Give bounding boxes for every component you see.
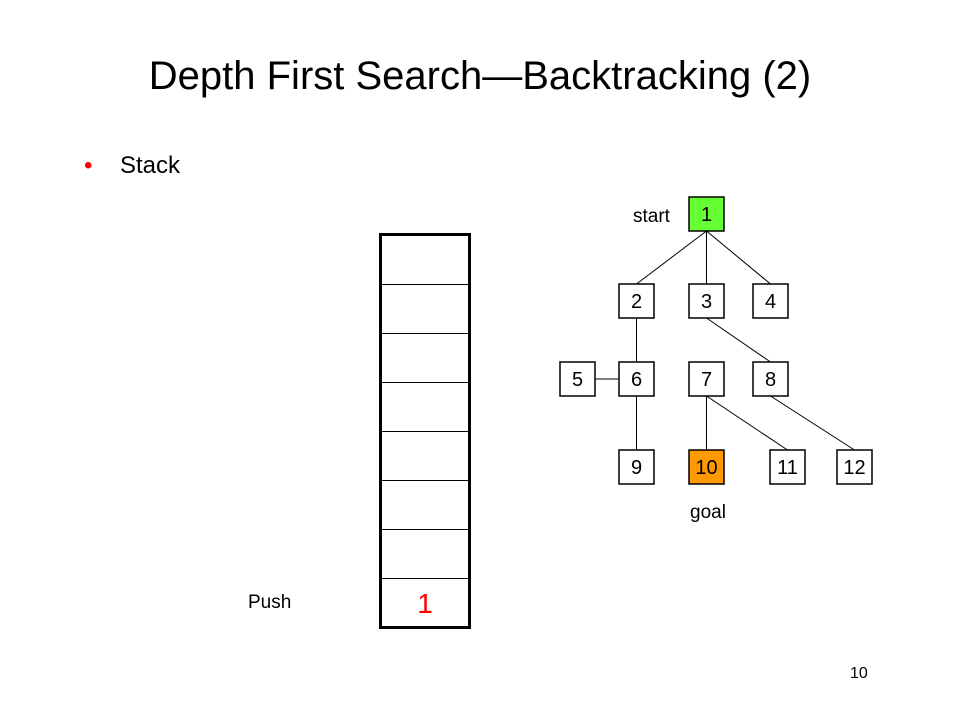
slide-number: 10	[850, 665, 868, 682]
node-box	[618, 361, 655, 397]
edge-8-12	[770, 395, 855, 451]
node-label: 9	[631, 457, 642, 479]
tree-node-2: 2	[618, 283, 655, 319]
slide-title: Depth First Search—Backtracking (2)	[148, 54, 812, 98]
node-label: 6	[631, 369, 642, 391]
edge-3-8	[706, 317, 771, 363]
tree-edges	[595, 230, 855, 451]
tree-node-12: 12	[836, 449, 873, 485]
stack-cell-2	[382, 285, 468, 334]
stack-cell-3	[382, 334, 468, 383]
tree-node-5: 5	[559, 361, 596, 397]
edge-7-11	[706, 395, 788, 451]
tree-node-3: 3	[688, 283, 725, 319]
node-box	[836, 449, 873, 485]
edge-1-2	[636, 230, 707, 285]
node-label: 12	[843, 457, 865, 479]
node-label: 8	[765, 369, 776, 391]
push-label: Push	[248, 592, 292, 613]
node-label: 10	[695, 457, 717, 479]
node-box	[752, 283, 789, 319]
stack-cell-4	[382, 383, 468, 432]
node-box	[752, 361, 789, 397]
tree-node-10: 10	[688, 449, 725, 485]
node-box	[769, 449, 806, 485]
node-label: 11	[777, 457, 798, 479]
node-box	[618, 283, 655, 319]
node-label: 4	[765, 291, 776, 313]
edge-1-4	[706, 230, 771, 285]
node-box	[559, 361, 596, 397]
stack-cell-6	[382, 481, 468, 530]
tree-node-11: 11	[769, 449, 806, 485]
stack-cell-7	[382, 530, 468, 579]
node-label: 1	[701, 204, 712, 226]
tree-node-1: 1	[688, 196, 725, 232]
tree-node-4: 4	[752, 283, 789, 319]
node-box	[688, 283, 725, 319]
node-label: 2	[631, 291, 642, 313]
stack-container: 1	[379, 233, 471, 629]
bullet-label: Stack	[120, 152, 181, 179]
stack-cell-8: 1	[417, 588, 433, 619]
tree-node-8: 8	[752, 361, 789, 397]
node-label: 3	[701, 291, 712, 313]
node-label: 7	[701, 369, 712, 391]
start-label: start	[633, 206, 671, 227]
stack-cell-5	[382, 432, 468, 481]
node-box	[688, 361, 725, 397]
node-box	[618, 449, 655, 485]
node-box	[688, 196, 725, 232]
node-box	[688, 449, 725, 485]
tree-node-7: 7	[688, 361, 725, 397]
node-label: 5	[572, 369, 583, 391]
bullet-dot: •	[84, 152, 93, 179]
tree-node-9: 9	[618, 449, 655, 485]
goal-label: goal	[690, 502, 726, 523]
tree-node-6: 6	[618, 361, 655, 397]
stack-cell-1	[382, 236, 468, 285]
